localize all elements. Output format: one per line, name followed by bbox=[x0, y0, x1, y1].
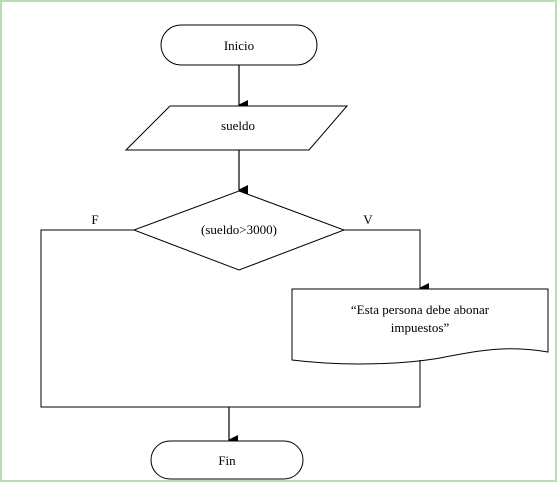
start-label: Inicio bbox=[224, 38, 254, 53]
input-label: sueldo bbox=[221, 118, 255, 133]
output-line-2: impuestos” bbox=[391, 320, 450, 335]
end-label: Fin bbox=[218, 453, 236, 468]
decision-diamond bbox=[132, 190, 346, 271]
output-line-1: “Esta persona debe abonar bbox=[351, 302, 490, 317]
false-branch-line bbox=[40, 229, 229, 408]
output-document bbox=[291, 288, 549, 365]
decision-label: (sueldo>3000) bbox=[201, 222, 277, 237]
input-parallelogram bbox=[124, 105, 349, 151]
true-branch-line bbox=[344, 229, 429, 293]
end-terminator bbox=[150, 440, 304, 480]
false-branch-label: F bbox=[91, 212, 98, 227]
true-branch-label: V bbox=[363, 212, 373, 227]
output-to-merge-line bbox=[229, 360, 421, 408]
